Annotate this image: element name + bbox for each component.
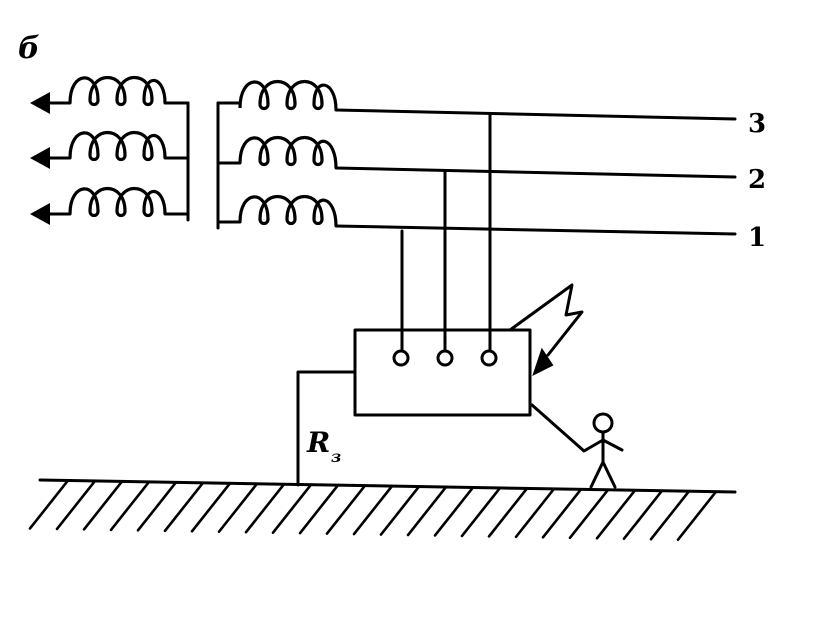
hatch-stroke [217, 482, 259, 534]
arrow-left-icon [30, 92, 50, 114]
terminal-3 [480, 349, 498, 367]
primary-coil-bottom [30, 186, 190, 225]
hatch-stroke [460, 486, 502, 538]
hatch-stroke [487, 487, 529, 538]
hatch-stroke [55, 479, 97, 531]
resistor-subscript: з [331, 447, 341, 466]
arrow-left-icon [30, 147, 50, 169]
ground-conductor: R з [296, 370, 357, 487]
panel-label: б [18, 31, 40, 66]
hatch-stroke [379, 485, 421, 536]
hatch-stroke [163, 481, 205, 533]
hatch-stroke [649, 489, 691, 541]
transformer-coil-icon [238, 194, 338, 227]
secondary-coil-bottom [216, 194, 338, 227]
line-1-wire [334, 224, 737, 236]
line-label-2: 2 [748, 165, 766, 195]
enclosure-box [353, 328, 532, 417]
hatch-stroke [676, 490, 718, 541]
secondary-windings [216, 79, 338, 230]
secondary-coil-middle [216, 135, 338, 169]
primary-coil-middle [30, 130, 190, 169]
arrow-left-icon [30, 203, 50, 225]
line-2-wire [334, 166, 737, 179]
equipment-enclosure [353, 328, 532, 417]
hatch-stroke [406, 485, 448, 537]
terminal-2 [436, 349, 454, 367]
primary-coil-top [30, 75, 190, 114]
secondary-coil-top [216, 79, 338, 111]
phase-lines: 3 2 1 [334, 108, 766, 253]
transformer-coil-icon [238, 79, 338, 111]
hatch-stroke [190, 481, 232, 533]
hatch-stroke [352, 484, 394, 536]
resistor-symbol: R [306, 426, 330, 459]
transformer-coil-icon [68, 186, 167, 218]
hatch-stroke [271, 483, 313, 534]
line-label-3: 3 [748, 109, 766, 139]
primary-windings [30, 75, 190, 225]
hatch-stroke [514, 487, 556, 539]
hatch-stroke [82, 480, 124, 531]
person-figure-icon [530, 403, 624, 489]
line-label-1: 1 [748, 223, 766, 253]
line-3-wire [334, 108, 737, 121]
hatch-stroke [595, 488, 637, 540]
hatch-stroke [109, 480, 151, 532]
lightning-bolt-icon [508, 283, 584, 376]
terminal-1 [392, 349, 410, 367]
hatch-stroke [28, 479, 70, 530]
hatch-stroke [244, 482, 286, 534]
ground-hatch-icon [28, 478, 737, 541]
hatch-stroke [433, 486, 475, 537]
hatch-stroke [325, 484, 367, 535]
hatch-stroke [136, 481, 178, 532]
hatch-stroke [568, 488, 610, 540]
hatch-stroke [541, 488, 583, 539]
transformer-coil-icon [68, 130, 167, 162]
transformer-coil-icon [68, 75, 167, 107]
equipment-feeds [400, 112, 492, 352]
hatch-stroke [298, 483, 340, 535]
transformer-coil-icon [238, 135, 338, 169]
hatch-stroke [622, 489, 664, 541]
